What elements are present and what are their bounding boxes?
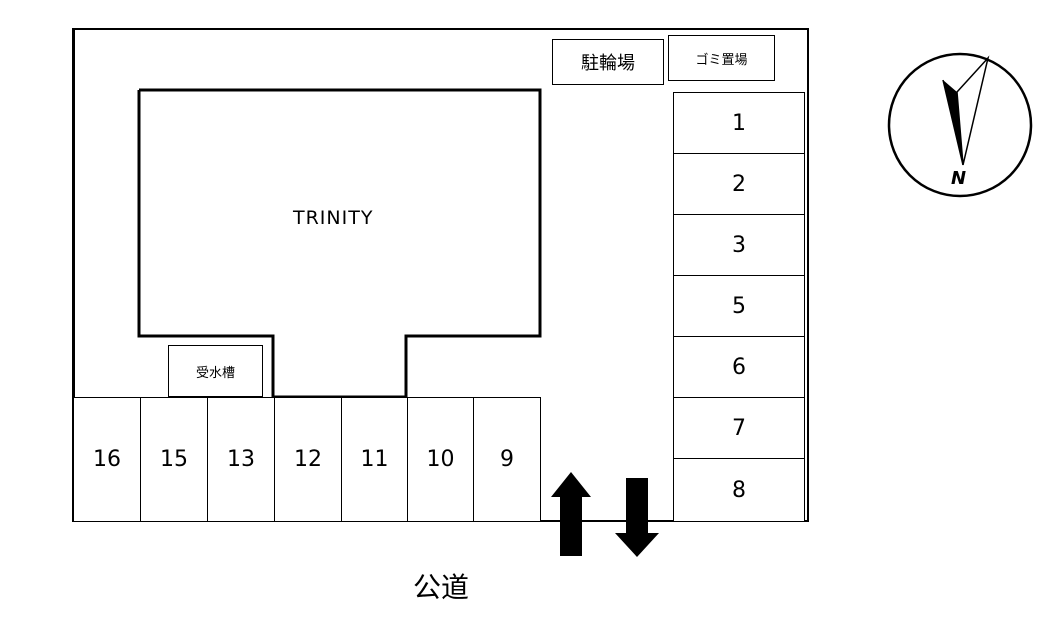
parking-space: 2 [673, 153, 805, 215]
parking-space: 5 [673, 275, 805, 337]
parking-space: 6 [673, 336, 805, 398]
parking-space: 11 [341, 397, 408, 522]
parking-space: 10 [407, 397, 474, 522]
water-tank-label: 受水槽 [195, 365, 235, 381]
arrow-up-icon [551, 472, 591, 556]
parking-column-right: 1 2 3 5 6 7 8 [673, 92, 805, 522]
building-name: TRINITY [293, 207, 374, 229]
bicycle-parking-box: 駐輪場 [552, 39, 664, 85]
compass-north-label: N [951, 168, 967, 189]
parking-space: 1 [673, 92, 805, 154]
water-tank-box: 受水槽 [168, 345, 263, 397]
parking-space: 15 [140, 397, 208, 522]
parking-space: 7 [673, 397, 805, 459]
bicycle-parking-label: 駐輪場 [581, 53, 635, 74]
road-label: 公道 [413, 571, 470, 604]
arrow-down-icon [615, 478, 659, 557]
garbage-area-box: ゴミ置場 [668, 35, 775, 81]
parking-row-bottom: 16 15 13 12 11 10 9 [73, 397, 541, 522]
parking-space: 16 [73, 397, 141, 522]
parking-space: 8 [673, 458, 805, 522]
parking-space: 12 [274, 397, 342, 522]
parking-space: 13 [207, 397, 275, 522]
garbage-area-label: ゴミ置場 [695, 52, 748, 68]
parking-space: 9 [473, 397, 541, 522]
